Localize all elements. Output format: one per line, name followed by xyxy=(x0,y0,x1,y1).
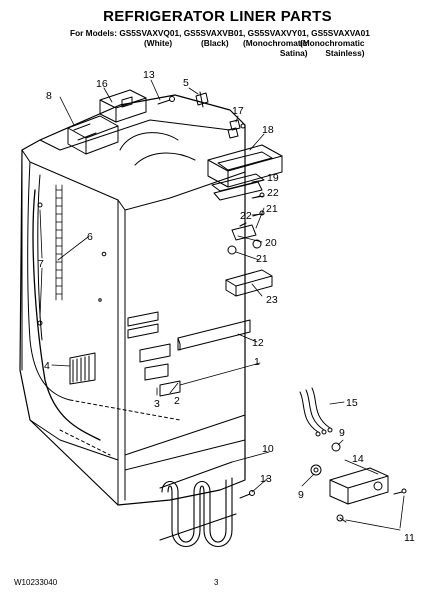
callout-6: 6 xyxy=(87,231,93,243)
callout-11a: 11 xyxy=(404,532,415,544)
color-satina: (Monochromatic Satina) xyxy=(243,38,308,58)
callout-18: 18 xyxy=(262,124,274,136)
callout-23: 23 xyxy=(266,294,278,306)
part-4-grille xyxy=(69,352,96,385)
part-9-grommets xyxy=(310,442,341,476)
callout-2: 2 xyxy=(174,395,180,407)
callout-9a: 9 xyxy=(339,427,345,439)
part-13-lower-screw xyxy=(239,490,255,499)
color-black: (Black) xyxy=(201,38,229,48)
callout-12: 12 xyxy=(252,337,264,349)
callout-5: 5 xyxy=(183,77,189,89)
callout-8: 8 xyxy=(46,90,52,102)
liner-cabinet xyxy=(19,94,246,506)
part-12-strip xyxy=(177,319,251,351)
callout-1: 1 xyxy=(254,356,260,368)
part-16-bracket xyxy=(99,89,147,123)
callout-7: 7 xyxy=(38,258,44,270)
part-18-housing xyxy=(207,144,283,188)
parts-2-3-slides xyxy=(127,311,181,397)
part-5-clip xyxy=(195,91,209,108)
part-19-lens xyxy=(211,173,265,201)
part-23-bracket xyxy=(225,269,273,297)
leader-lines xyxy=(39,79,405,531)
callout-10: 10 xyxy=(262,443,274,455)
callout-labels: 1 2 3 4 5 6 7 8 9 9 10 11 11 12 13 13 14… xyxy=(38,69,415,544)
color-white: (White) xyxy=(144,38,173,48)
callout-15: 15 xyxy=(346,397,358,409)
callout-22b: 22 xyxy=(240,210,252,222)
callout-4: 4 xyxy=(44,360,50,372)
part-14-housing xyxy=(329,467,389,505)
callout-20a: 20 xyxy=(265,237,277,249)
parts-20-21-sockets xyxy=(227,222,262,255)
callout-21b: 21 xyxy=(256,253,268,265)
page-number: 3 xyxy=(214,578,219,587)
callout-16: 16 xyxy=(96,78,108,90)
callout-13a: 13 xyxy=(143,69,155,81)
part-15-harness xyxy=(299,387,333,437)
document-number: W10233040 xyxy=(14,578,58,587)
callout-19: 19 xyxy=(267,172,279,184)
part-13-upper-screw xyxy=(157,96,175,105)
callout-9b: 9 xyxy=(298,489,304,501)
callout-3: 3 xyxy=(154,398,160,410)
callout-17: 17 xyxy=(232,105,244,117)
part-11-screws xyxy=(336,488,407,523)
part-8-housing xyxy=(67,115,119,155)
color-stainless: (Monochromatic Stainless) xyxy=(300,38,365,58)
models-line: For Models: GS5SVAXVQ01, GS5SVAXVB01, GS… xyxy=(70,28,370,38)
callout-13b: 13 xyxy=(260,473,272,485)
part-10-evaporator xyxy=(159,461,237,547)
page-title: REFRIGERATOR LINER PARTS xyxy=(103,8,332,25)
callout-22a: 22 xyxy=(267,187,279,199)
callout-21a: 21 xyxy=(266,203,278,215)
part-17-bulbs xyxy=(227,119,246,139)
callout-14: 14 xyxy=(352,453,364,465)
